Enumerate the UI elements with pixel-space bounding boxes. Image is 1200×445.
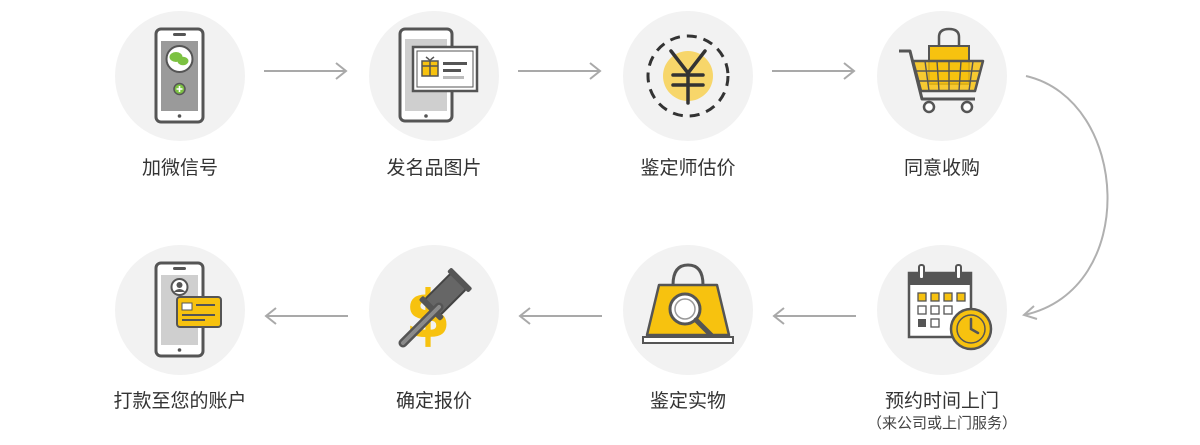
gavel-dollar-icon: $ bbox=[398, 268, 472, 353]
step-book-visit: 预约时间上门 （来公司或上门服务） bbox=[842, 245, 1042, 445]
step-sublabel: （来公司或上门服务） bbox=[866, 414, 1017, 432]
arrow-right-icon bbox=[264, 62, 348, 80]
step-label: 同意收购 bbox=[903, 157, 980, 179]
step-add-wechat: 加微信号 bbox=[80, 11, 280, 211]
shopping-cart-icon bbox=[899, 27, 985, 114]
step-circle bbox=[115, 245, 245, 375]
step-payment: 打款至您的账户 bbox=[80, 245, 280, 445]
step-label: 鉴定实物 bbox=[649, 390, 726, 412]
step-label: 确定报价 bbox=[395, 390, 472, 412]
step-circle bbox=[369, 11, 499, 141]
step-circle bbox=[623, 245, 753, 375]
arrow-left-icon bbox=[772, 307, 856, 325]
arrow-right-icon bbox=[772, 62, 856, 80]
step-confirm-quote: $ 确定报价 bbox=[334, 245, 534, 445]
calendar-clock-icon bbox=[907, 264, 993, 351]
arrow-left-icon bbox=[264, 307, 348, 325]
step-circle bbox=[115, 11, 245, 141]
step-circle bbox=[877, 245, 1007, 375]
arrow-right-icon bbox=[518, 62, 602, 80]
step-circle bbox=[623, 11, 753, 141]
step-label: 鉴定师估价 bbox=[640, 157, 736, 179]
step-circle bbox=[877, 11, 1007, 141]
wechat-phone-icon bbox=[154, 27, 205, 124]
step-label: 打款至您的账户 bbox=[113, 390, 247, 412]
step-label: 加微信号 bbox=[141, 157, 218, 179]
step-circle: $ bbox=[369, 245, 499, 375]
arrow-left-icon bbox=[518, 307, 602, 325]
phone-card-icon bbox=[154, 261, 222, 358]
curved-arrow-icon bbox=[1022, 75, 1109, 320]
step-agree-purchase: 同意收购 bbox=[842, 11, 1042, 211]
step-appraiser-estimate: 鉴定师估价 bbox=[588, 11, 788, 211]
step-label: 发名品图片 bbox=[386, 157, 482, 179]
step-send-photos: 发名品图片 bbox=[334, 11, 534, 211]
yuan-icon bbox=[646, 34, 730, 118]
step-label: 预约时间上门 bbox=[884, 390, 999, 412]
tablet-photo-icon bbox=[398, 27, 479, 123]
step-inspect-item: 鉴定实物 bbox=[588, 245, 788, 445]
bag-magnifier-icon bbox=[642, 263, 734, 344]
